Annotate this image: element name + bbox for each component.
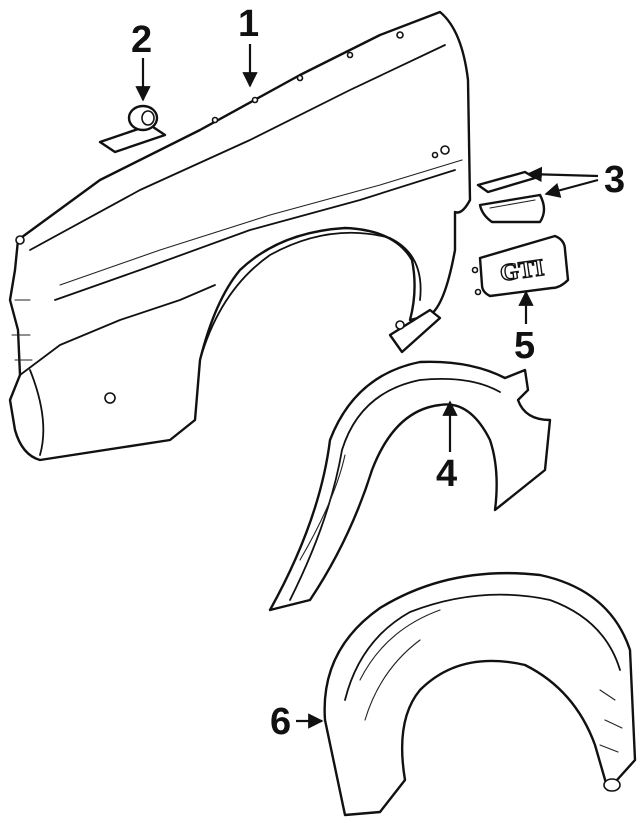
callout-fender: 1 xyxy=(238,3,259,45)
emblem: GTI xyxy=(471,234,570,298)
callout-emblem: 5 xyxy=(514,325,535,367)
callout-moulding: 3 xyxy=(604,159,625,201)
fender xyxy=(8,10,472,462)
leader-moulding-lower xyxy=(544,178,599,198)
wheel-arch-flare xyxy=(268,360,552,612)
moulding xyxy=(476,170,546,224)
fender-liner xyxy=(323,571,637,817)
callout-wheel-arch-flare: 4 xyxy=(436,453,457,495)
callout-clip: 2 xyxy=(131,19,152,61)
leader-moulding-upper xyxy=(526,166,599,183)
callout-fender-liner: 6 xyxy=(270,701,291,743)
clip xyxy=(98,104,167,154)
